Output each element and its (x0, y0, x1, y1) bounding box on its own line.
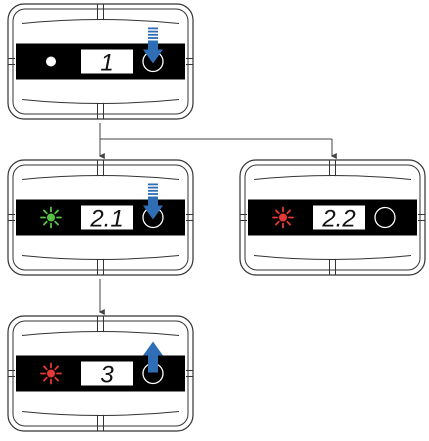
step-number: 2.2 (321, 206, 355, 233)
number-display-box (313, 205, 365, 230)
panel-inner-frame (12, 320, 189, 427)
panel-bottom-curve (253, 254, 412, 260)
number-display-box (81, 49, 133, 74)
panel-top-curve (21, 19, 180, 25)
panel-outer-frame (7, 315, 194, 432)
panel-top-curve (21, 175, 180, 181)
status-led-icon (46, 56, 56, 67)
step-number: 1 (100, 50, 113, 77)
device-panel-2-2: 2.2 (239, 159, 426, 276)
device-panel-3: 3 (7, 315, 194, 432)
arrow-down-icon (143, 183, 163, 220)
device-panel-2-1: 2.1 (7, 159, 194, 276)
device-panel-1: 1 (7, 3, 194, 120)
panel-bottom-curve (21, 254, 180, 260)
status-led-burst-icon (40, 206, 62, 229)
panel-inner-frame (12, 164, 189, 271)
panel-inner-frame (244, 164, 421, 271)
panel-top-curve (21, 331, 180, 337)
push-button[interactable] (374, 206, 396, 229)
panel-inner-frame (12, 8, 189, 115)
connectors (98, 123, 337, 315)
panel-top-curve (253, 175, 412, 181)
number-display-box (81, 361, 133, 386)
step-number: 3 (100, 362, 114, 389)
arrow-down-icon (143, 27, 163, 64)
panel-bottom-curve (21, 98, 180, 104)
panel-outer-frame (239, 159, 426, 276)
arrow-up-icon (143, 341, 163, 373)
status-led-burst-icon (40, 362, 62, 385)
panel-outer-frame (7, 3, 194, 120)
panel-bottom-curve (21, 410, 180, 416)
panel-outer-frame (7, 159, 194, 276)
step-number: 2.1 (89, 206, 123, 233)
number-display-box (81, 205, 133, 230)
panels: 1 2.1 2.2 3 (7, 3, 426, 432)
status-led-burst-icon (272, 206, 294, 229)
